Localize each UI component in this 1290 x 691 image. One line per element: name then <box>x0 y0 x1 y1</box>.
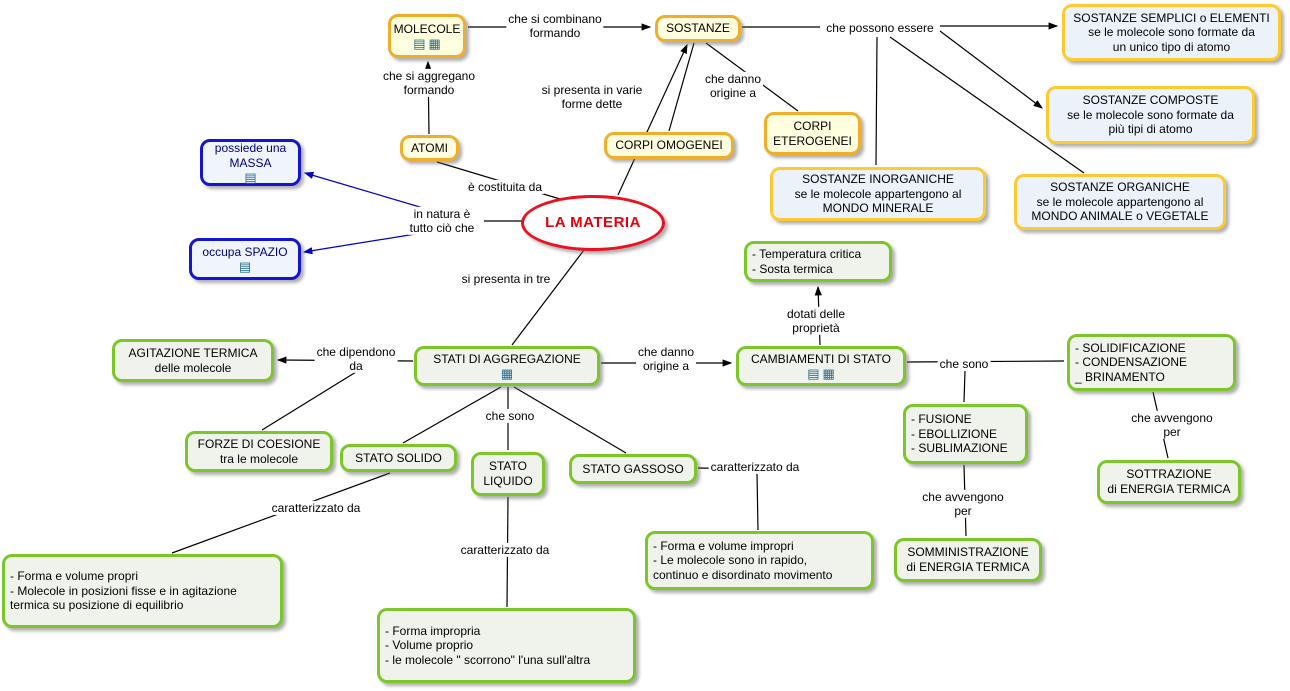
node-molecole-icons: ▤▦ <box>413 37 441 50</box>
node-cambiamenti-icons: ▤▦ <box>807 367 835 380</box>
node-forma-volume-impropri[interactable]: - Forma e volume impropri - Le molecole … <box>645 531 874 590</box>
linking-phrase-che-avvengono-per-2: che avvengono per <box>920 489 1006 519</box>
node-forma-volume-propri[interactable]: - Forma e volume propri - Molecole in po… <box>2 554 283 628</box>
linking-phrase-che-danno-origine-1: che danno origine a <box>702 71 764 101</box>
node-massa-label: possiede una MASSA <box>214 140 287 170</box>
edge-stati-stato-gassoso <box>513 386 627 454</box>
node-agitazione-termica[interactable]: AGITAZIONE TERMICA delle molecole <box>112 339 274 382</box>
linking-phrase-che-si-combinano: che si combinano formando <box>506 11 604 41</box>
node-forze-di-coesione[interactable]: FORZE DI COESIONE tra le molecole <box>185 431 333 472</box>
linking-phrase-si-presenta-in-tre: si presenta in tre <box>459 271 553 287</box>
linking-phrase-si-presenta-varie-forme: si presenta in varie forme dette <box>539 82 645 112</box>
node-spazio-icons: ▤ <box>239 260 251 273</box>
node-sostanze-organiche-label: SOSTANZE ORGANICHE se le molecole appart… <box>1031 180 1209 224</box>
node-solidificazione-lista-label: - SOLIDIFICAZIONE - CONDENSAZIONE _ BRIN… <box>1075 340 1188 384</box>
grid-icon[interactable]: ▦ <box>500 366 514 382</box>
edge-che-sono-fusione <box>963 370 966 403</box>
node-massa-icons: ▤ <box>244 171 256 184</box>
linking-phrase-che-sono-2: che sono <box>483 408 537 424</box>
node-sostanze[interactable]: SOSTANZE <box>655 15 741 42</box>
node-sostanze-label: SOSTANZE <box>666 21 730 36</box>
node-solidificazione-lista[interactable]: - SOLIDIFICAZIONE - CONDENSAZIONE _ BRIN… <box>1067 334 1236 391</box>
grid-icon[interactable]: ▦ <box>822 366 835 382</box>
node-molecole[interactable]: MOLECOLE ▤▦ <box>388 14 466 58</box>
node-stati-di-aggregazione[interactable]: STATI DI AGGREGAZIONE ▦ <box>414 346 600 386</box>
node-stato-gassoso[interactable]: STATO GASSOSO <box>569 454 697 484</box>
document-icon[interactable]: ▤ <box>238 259 252 275</box>
node-sostanze-inorganiche[interactable]: SOSTANZE INORGANICHE se le molecole appa… <box>770 167 986 221</box>
node-la-materia[interactable]: LA MATERIA <box>521 195 665 251</box>
node-cambiamenti-di-stato[interactable]: CAMBIAMENTI DI STATO ▤▦ <box>736 346 906 386</box>
linking-phrase-che-sono-1: che sono <box>937 356 991 372</box>
node-sostanze-semplici-label: SOSTANZE SEMPLICI o ELEMENTI se le molec… <box>1073 10 1270 54</box>
node-temperatura-critica-label: - Temperatura critica - Sosta termica <box>752 246 862 276</box>
document-icon[interactable]: ▤ <box>244 170 257 186</box>
edge-possono-essere-composte <box>939 30 1043 109</box>
node-agitazione-termica-label: AGITAZIONE TERMICA delle molecole <box>128 345 258 375</box>
node-stato-liquido[interactable]: STATO LIQUIDO <box>471 452 545 496</box>
node-spazio-label: occupa SPAZIO <box>202 244 288 259</box>
edge-sostanze-corpi-omogenei <box>668 42 695 132</box>
node-temperatura-critica[interactable]: - Temperatura critica - Sosta termica <box>744 241 892 282</box>
node-la-materia-label: LA MATERIA <box>545 213 641 231</box>
edge-caratterizzato-forma-impropri <box>756 472 759 531</box>
node-corpi-eterogenei-label: CORPI ETEROGENEI <box>773 118 852 148</box>
edge-in-natura-spazio <box>302 231 429 255</box>
edge-materia-sostanze <box>617 43 688 196</box>
node-corpi-eterogenei[interactable]: CORPI ETEROGENEI <box>764 112 861 155</box>
node-stato-solido[interactable]: STATO SOLIDO <box>340 444 457 472</box>
node-atomi[interactable]: ATOMI <box>400 135 459 161</box>
node-spazio[interactable]: occupa SPAZIO ▤ <box>189 238 301 280</box>
node-stati-icons: ▦ <box>501 367 513 380</box>
node-sottrazione-energia[interactable]: SOTTRAZIONE di ENERGIA TERMICA <box>1097 460 1241 504</box>
linking-phrase-e-costituita-da: è costituita da <box>465 179 545 195</box>
linking-phrase-che-avvengono-per-1: che avvengono per <box>1129 410 1215 440</box>
linking-phrase-caratterizzato-da-liquido: caratterizzato da <box>458 542 552 558</box>
node-somministrazione-energia-label: SOMMINISTRAZIONE di ENERGIA TERMICA <box>906 545 1030 574</box>
node-forma-volume-propri-label: - Forma e volume propri - Molecole in po… <box>10 569 237 613</box>
linking-phrase-che-possono-essere: che possono essere <box>824 20 936 36</box>
edge-stati-stato-solido <box>402 386 502 444</box>
node-fusione-lista[interactable]: - FUSIONE - EBOLLIZIONE - SUBLIMAZIONE <box>903 404 1028 464</box>
edge-possono-essere-organiche <box>889 36 1085 174</box>
edge-in-natura-massa <box>303 171 431 211</box>
document-icon[interactable]: ▤ <box>413 36 426 52</box>
linking-phrase-caratterizzato-da-gassoso: caratterizzato da <box>708 459 802 475</box>
grid-icon[interactable]: ▦ <box>428 36 441 52</box>
linking-phrase-che-danno-origine-2: che danno origine a <box>635 344 697 374</box>
node-somministrazione-energia[interactable]: SOMMINISTRAZIONE di ENERGIA TERMICA <box>894 538 1042 582</box>
node-sostanze-inorganiche-label: SOSTANZE INORGANICHE se le molecole appa… <box>794 172 962 216</box>
node-forze-di-coesione-label: FORZE DI COESIONE tra le molecole <box>197 436 321 466</box>
node-cambiamenti-di-stato-label: CAMBIAMENTI DI STATO <box>750 351 891 366</box>
linking-phrase-in-natura: in natura è tutto ciò che <box>407 206 477 236</box>
node-stato-solido-label: STATO SOLIDO <box>355 450 442 465</box>
node-forma-impropria-liquido-label: - Forma impropria - Volume proprio - le … <box>385 623 591 667</box>
linking-phrase-che-dipendono-da: che dipendono da <box>314 344 398 374</box>
node-fusione-lista-label: - FUSIONE - EBOLLIZIONE - SUBLIMAZIONE <box>911 412 1008 456</box>
node-sottrazione-energia-label: SOTTRAZIONE di ENERGIA TERMICA <box>1107 467 1231 496</box>
node-sostanze-organiche[interactable]: SOSTANZE ORGANICHE se le molecole appart… <box>1014 174 1226 230</box>
node-sostanze-semplici[interactable]: SOSTANZE SEMPLICI o ELEMENTI se le molec… <box>1062 4 1281 61</box>
node-stato-liquido-label: STATO LIQUIDO <box>483 459 533 488</box>
node-forma-impropria-liquido[interactable]: - Forma impropria - Volume proprio - le … <box>377 608 636 683</box>
node-massa[interactable]: possiede una MASSA ▤ <box>200 139 301 186</box>
node-sostanze-composte[interactable]: SOSTANZE COMPOSTE se le molecole sono fo… <box>1046 86 1255 144</box>
node-sostanze-composte-label: SOSTANZE COMPOSTE se le molecole sono fo… <box>1067 93 1234 137</box>
edge-materia-stati <box>511 249 585 346</box>
linking-phrase-dotati-delle-proprieta: dotati delle proprietà <box>784 306 848 336</box>
linking-phrase-che-si-aggregano: che si aggregano formando <box>380 68 478 98</box>
node-stato-gassoso-label: STATO GASSOSO <box>582 461 684 476</box>
linking-phrase-caratterizzato-da-solido: caratterizzato da <box>269 500 363 516</box>
node-forma-volume-impropri-label: - Forma e volume impropri - Le molecole … <box>653 538 833 582</box>
node-molecole-label: MOLECOLE <box>393 21 461 36</box>
node-stati-di-aggregazione-label: STATI DI AGGREGAZIONE <box>433 351 581 366</box>
edge-dipendono-forze <box>261 371 357 431</box>
node-corpi-omogenei[interactable]: CORPI OMOGENEI <box>604 132 734 159</box>
node-atomi-label: ATOMI <box>411 140 448 155</box>
document-icon[interactable]: ▤ <box>807 366 820 382</box>
node-corpi-omogenei-label: CORPI OMOGENEI <box>615 138 723 153</box>
edge-possono-essere-inorganiche <box>875 36 878 166</box>
